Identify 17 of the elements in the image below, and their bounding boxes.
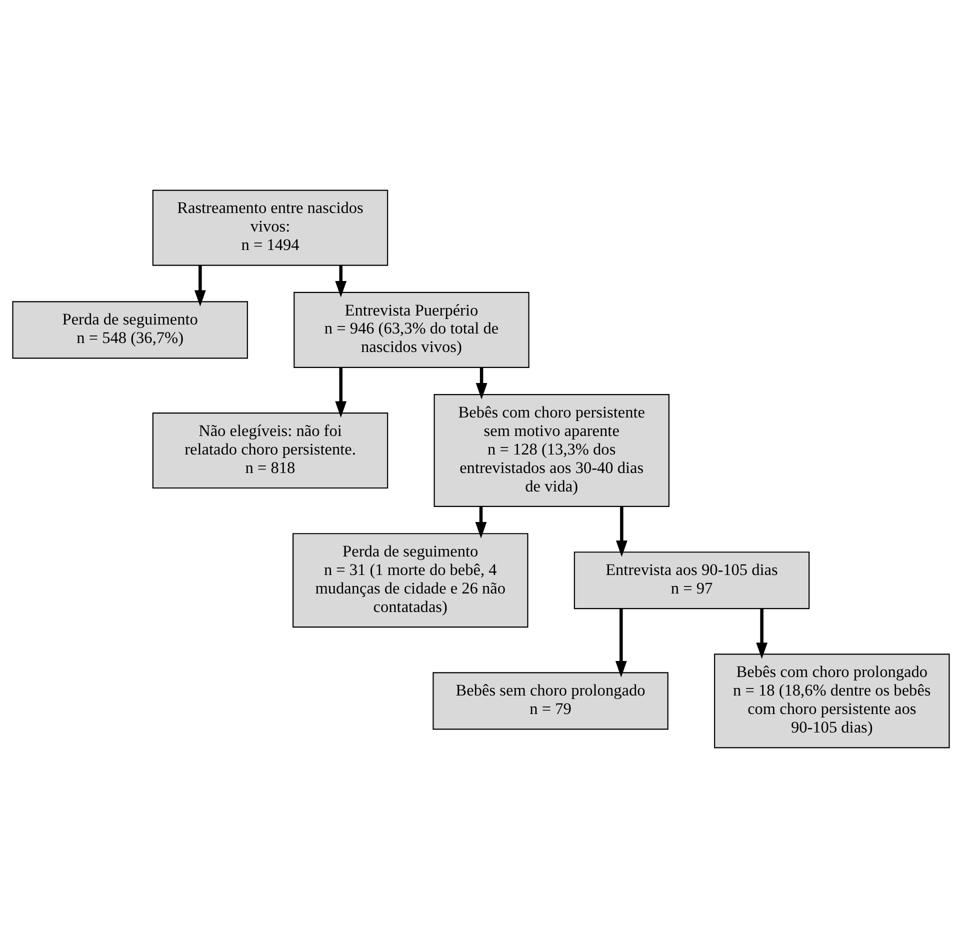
arrow [335, 265, 347, 297]
arrow [475, 506, 487, 538]
arrow [756, 608, 768, 658]
node-box: Entrevista Puerpério n = 946 (63,3% do total de nascidos vivos) [294, 291, 530, 368]
node-box: Não elegíveis: não foi relatado choro persistente. n = 818 [152, 412, 388, 488]
arrow [335, 366, 347, 418]
arrow [615, 608, 627, 677]
node-box: Bebês com choro persistente sem motivo aparente n = 128 (13,3% dos entrevistados aos 30-40 dias de vida) [434, 394, 670, 507]
node-box: Rastreamento entre nascidos vivos: n = 1494 [152, 189, 388, 266]
arrow [194, 265, 206, 306]
arrow [476, 366, 488, 399]
node-box: Bebês com choro prolongado n = 18 (18,6% dentre os bebês com choro persistente aos 90-105 dias) [714, 653, 950, 748]
node-box: Perda de seguimento n = 548 (36,7%) [12, 300, 248, 358]
arrow [616, 506, 628, 556]
node-box: Entrevista aos 90-105 dias n = 97 [574, 551, 810, 609]
node-box: Perda de seguimento n = 31 (1 morte do bebê, 4 mudanças de cidade e 26 não contatadas) [292, 532, 528, 628]
node-box: Bebês sem choro prolongado n = 79 [432, 672, 668, 730]
